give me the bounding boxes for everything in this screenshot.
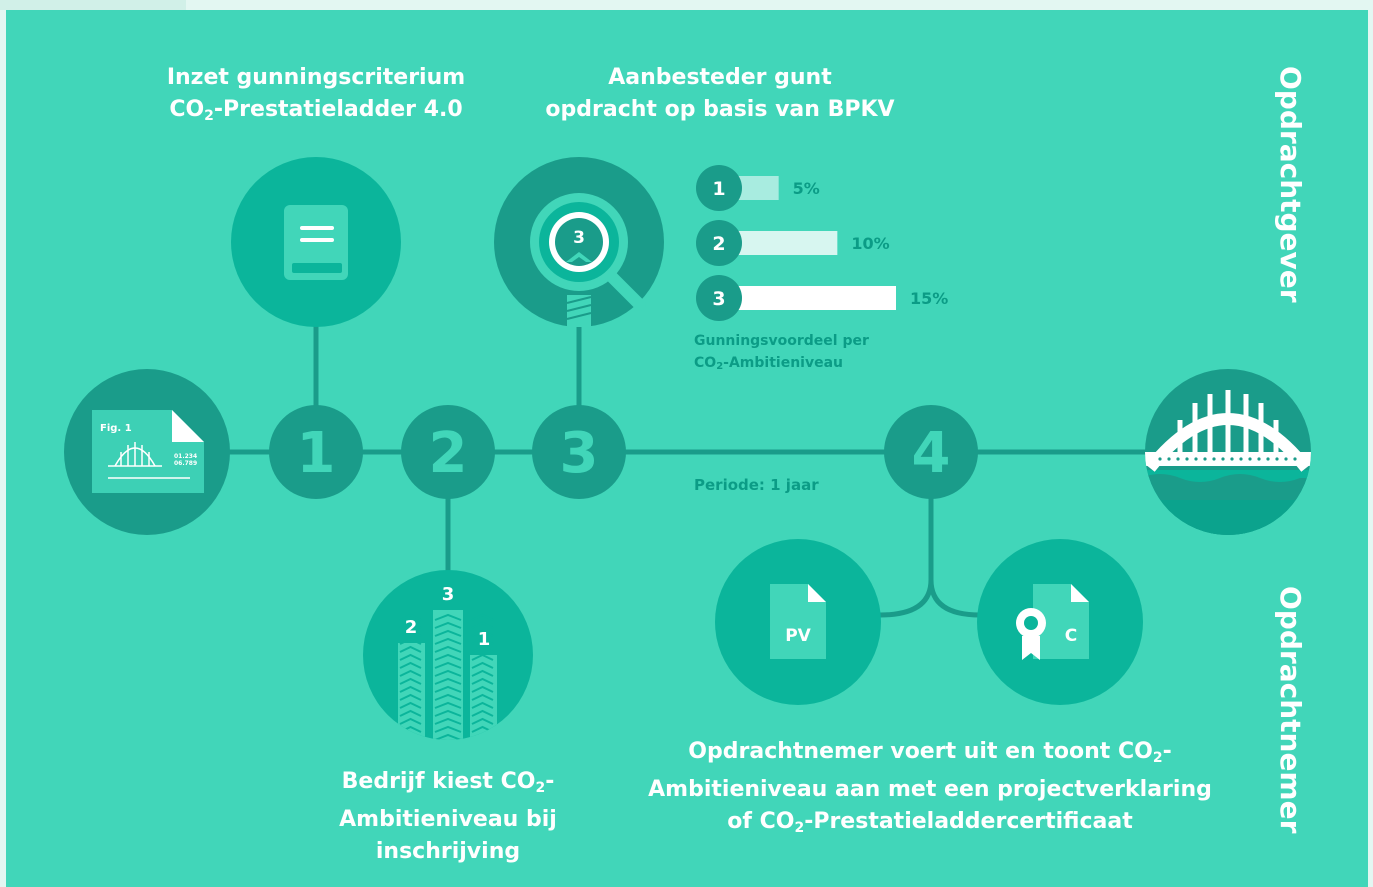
step-circle-4: 4 [884,405,978,499]
building-level-3: 3 [442,584,455,605]
bar-chart-caption: Gunningsvoordeel per CO2-Ambitieniveau [694,330,924,378]
top-tab-accent [0,0,186,10]
step-2-caption-line1: Bedrijf kiest CO2- [341,769,555,796]
step-1-caption-line1: Inzet gunningscriterium [166,65,466,90]
step-2-caption: Bedrijf kiest CO2- Ambitieniveau bij ins… [268,766,628,868]
period-label: Periode: 1 jaar [694,476,819,494]
bar-level-badge-3 [696,275,742,321]
step-circle-2: 2 [401,405,495,499]
bar-level-label-3: 3 [712,288,725,310]
bar-percent-label-1: 5% [793,179,820,198]
book-icon [231,157,401,327]
step-3-caption-line2: opdracht op basis van BPKV [545,97,895,122]
step-number-1: 1 [297,421,336,486]
step-number-3: 3 [560,421,599,486]
step-4-caption-line2: Ambitieniveau aan met een projectverklar… [648,777,1212,802]
bar-level-badge-1 [696,165,742,211]
fig-label: Fig. 1 [100,423,132,434]
step-circle-3: 3 [532,405,626,499]
bar-level-badge-2 [696,220,742,266]
step-4-caption-line3: of CO2-Prestatieladdercertificaat [727,809,1133,836]
step-3-caption: Aanbesteder gunt opdracht op basis van B… [530,62,910,126]
pv-label: PV [785,626,811,646]
certificate-document-icon: C [977,539,1143,705]
bar-3 [720,286,896,310]
side-label-opdrachtnemer: Opdrachtnemer [1274,586,1307,834]
building-level-2: 2 [405,617,418,638]
magnifier-level: 3 [573,228,585,248]
bar-percent-label-2: 10% [851,234,889,253]
step-2-caption-line2: Ambitieniveau bij inschrijving [339,807,557,864]
side-label-opdrachtgever: Opdrachtgever [1274,66,1307,303]
step-circle-1: 1 [269,405,363,499]
bar-level-label-1: 1 [712,178,725,200]
certificate-label: C [1065,626,1077,646]
fig-value-2: 06.789 [174,460,197,467]
bridge-icon [1145,369,1311,535]
pv-document-icon: PV [715,539,881,705]
step-4-caption: Opdrachtnemer voert uit en toont CO2- Am… [640,736,1220,844]
building-level-1: 1 [478,629,491,650]
step-number-2: 2 [429,421,468,486]
step-3-caption-line1: Aanbesteder gunt [608,65,832,90]
step-number-4: 4 [912,421,951,486]
step-1-caption: Inzet gunningscriterium CO2-Prestatielad… [150,62,482,132]
bar-chart-caption-line1: Gunningsvoordeel per [694,333,869,349]
bar-percent-label-3: 15% [910,289,948,308]
fig-value-1: 01.234 [174,453,197,460]
bar-chart-caption-line2: CO2-Ambitieniveau [694,355,843,372]
step-1-caption-line2: CO2-Prestatieladder 4.0 [169,97,463,124]
magnifier-icon: 3 [494,157,664,327]
step-4-caption-line1: Opdrachtnemer voert uit en toont CO2- [688,739,1172,766]
bar-level-label-2: 2 [712,233,725,255]
buildings-icon: 2 3 1 [363,570,533,740]
start-document-icon: Fig. 1 01.234 06.789 [64,369,230,535]
infographic-panel [6,10,1368,887]
